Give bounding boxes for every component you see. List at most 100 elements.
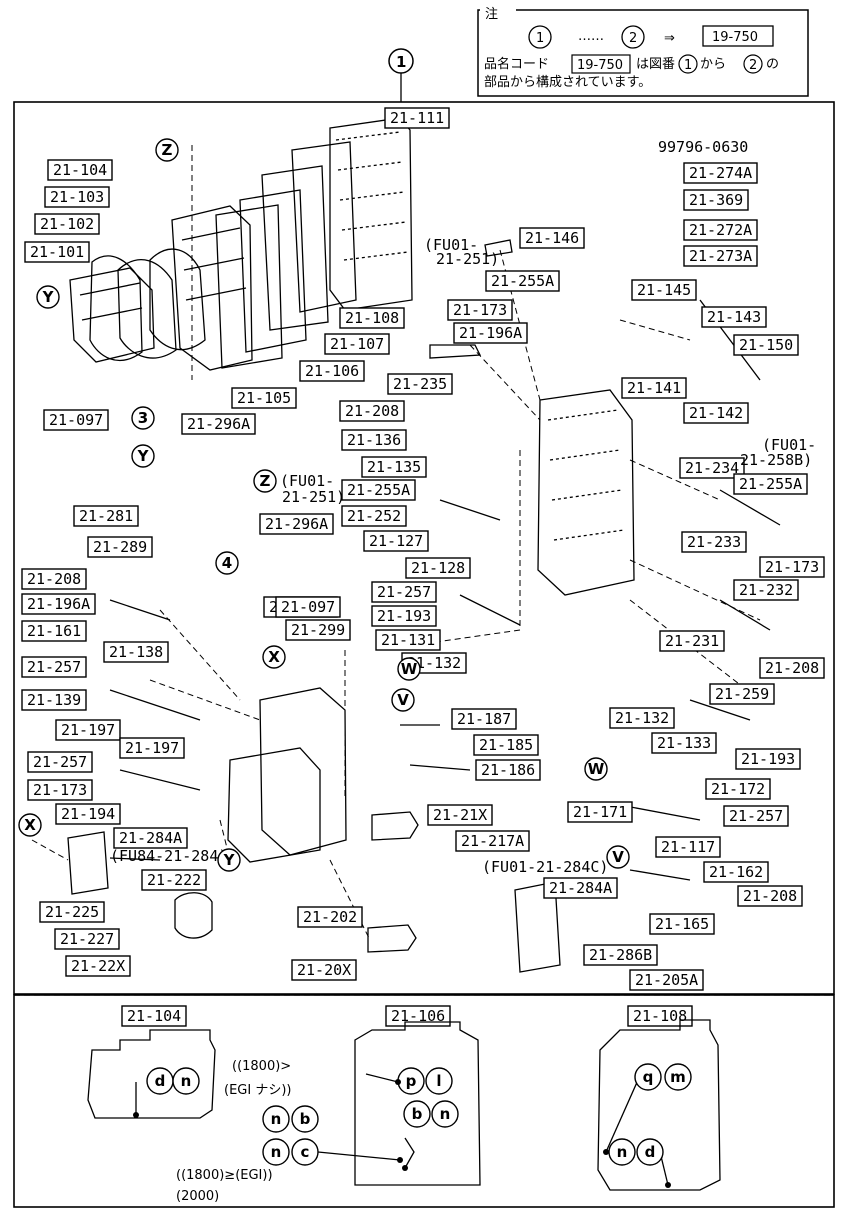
note-range-to: 2 (629, 31, 637, 46)
part-label-text: 21-252 (347, 507, 401, 525)
note-line2-prefix: 品名コード (484, 56, 549, 72)
part-label-text: 21-138 (109, 643, 163, 661)
part-label-text: 21-106 (391, 1007, 445, 1025)
part-label-text: 21-117 (661, 838, 715, 856)
marker-circle (253, 469, 277, 493)
gasket-circle (172, 1067, 200, 1095)
z-fu01-b: 21-251) (282, 488, 345, 506)
gasket-circle (636, 1138, 664, 1166)
gasket-circle-text: d (645, 1143, 656, 1161)
part-label-box (453, 322, 528, 344)
part-label-box (621, 377, 687, 399)
part-label-text: 21-107 (330, 335, 384, 353)
part-label: 21-108 (339, 307, 405, 329)
part-label-box (733, 334, 799, 356)
note-line2-kara: から (700, 57, 726, 72)
part-label-box (651, 732, 717, 754)
part-label-box (87, 536, 153, 558)
marker-circle (262, 645, 286, 669)
part-label: 21-161 (21, 620, 87, 642)
variant-line-b: (EGI ナシ)) (224, 1083, 291, 1098)
variant-line-c: ((1800)≥(EGI)) (176, 1168, 273, 1183)
part-label: 21-173 (759, 556, 825, 578)
part-label-box (297, 906, 363, 928)
part-label-box (655, 836, 721, 858)
code-texts: 99796-0630 (FU01- 21-251) (FU01- 21-258B… (110, 138, 816, 876)
fu01-251-b: 21-251) (436, 250, 499, 268)
part-label-group: 21-11121-10421-10321-10221-10121-10821-1… (21, 107, 825, 1027)
part-label: 21-259 (709, 683, 775, 705)
part-label-box (371, 605, 437, 627)
part-label-text: 21-369 (689, 191, 743, 209)
leader-dot (402, 1165, 408, 1171)
gasket-circle (634, 1063, 662, 1091)
gasket-circle (403, 1100, 431, 1128)
part-label: 21-22X (65, 955, 131, 977)
part-label-text: 21-106 (305, 362, 359, 380)
marker-text: X (24, 816, 36, 834)
part-label: 21-252 (341, 505, 407, 527)
part-label-text: 21-235 (393, 375, 447, 393)
part-label-box (43, 409, 109, 431)
part-label-text: 21-104 (53, 161, 107, 179)
part-label-text: 21-232 (739, 581, 793, 599)
variant-labels: ((1800)> (EGI ナシ)) ((1800)≥(EGI)) (2000) (176, 1059, 291, 1204)
part-label: 21-274A (683, 162, 758, 184)
part-label: 21-208 (737, 885, 803, 907)
part-label-box (34, 213, 100, 235)
part-label-text: 21-135 (367, 458, 421, 476)
part-label-box (683, 162, 758, 184)
note-line2-mid: は図番 (636, 57, 675, 72)
part-label: 21-272A (683, 219, 758, 241)
part-label-text: 21-146 (525, 229, 579, 247)
part-label-box (55, 719, 121, 741)
part-label: 21-257 (723, 805, 789, 827)
part-label-text: 21-102 (40, 215, 94, 233)
marker-circle (584, 757, 608, 781)
part-label: 21-231 (659, 630, 725, 652)
part-label: 21-202 (297, 906, 363, 928)
fu01-258b-a: (FU01- (762, 436, 816, 454)
part-label-box (21, 593, 96, 615)
part-label-box (631, 279, 697, 301)
part-label-text: 21-255A (347, 481, 410, 499)
part-label-text: 21-197 (61, 721, 115, 739)
gasket-circle (262, 1105, 290, 1133)
part-label-box (519, 227, 585, 249)
bolt-code: 99796-0630 (658, 138, 748, 156)
part-label: 21-173 (447, 299, 513, 321)
part-label: 21-162 (703, 861, 769, 883)
part-label: 21-171 (567, 801, 633, 823)
part-label-box (737, 885, 803, 907)
part-label: 21-196A (21, 593, 96, 615)
part-label-text: 21-111 (390, 109, 444, 127)
part-label-box (181, 413, 256, 435)
part-label-text: 21-143 (707, 308, 761, 326)
part-label-box (21, 620, 87, 642)
part-label: 21-284A (543, 877, 618, 899)
part-label: 21-296A (259, 513, 334, 535)
part-label: 21-104 (47, 159, 113, 181)
part-label-text: 21-197 (125, 739, 179, 757)
part-label: 21-187 (451, 708, 517, 730)
leader-dot (603, 1149, 609, 1155)
marker-text: Y (42, 288, 55, 306)
part-label: 21-097 (275, 596, 341, 618)
part-label-box (371, 581, 437, 603)
fu01-284c: (FU01-21-284C) (482, 858, 608, 876)
part-label-text: 21-274A (689, 164, 752, 182)
part-label-text: 21-186 (481, 761, 535, 779)
leader-dot (397, 1157, 403, 1163)
part-label-text: 21-208 (743, 887, 797, 905)
part-label-text: 21-145 (637, 281, 691, 299)
part-label-box (451, 708, 517, 730)
part-label-box (609, 707, 675, 729)
marker-text: Y (137, 447, 150, 465)
variant-drawings (87, 1019, 721, 1191)
part-label: 21-208 (339, 400, 405, 422)
part-label: 21-233 (681, 531, 747, 553)
part-label: 21-289 (87, 536, 153, 558)
part-label: 21-104 (121, 1005, 187, 1027)
part-label-text: 21-173 (765, 558, 819, 576)
gasket-circle-text: n (440, 1105, 451, 1123)
